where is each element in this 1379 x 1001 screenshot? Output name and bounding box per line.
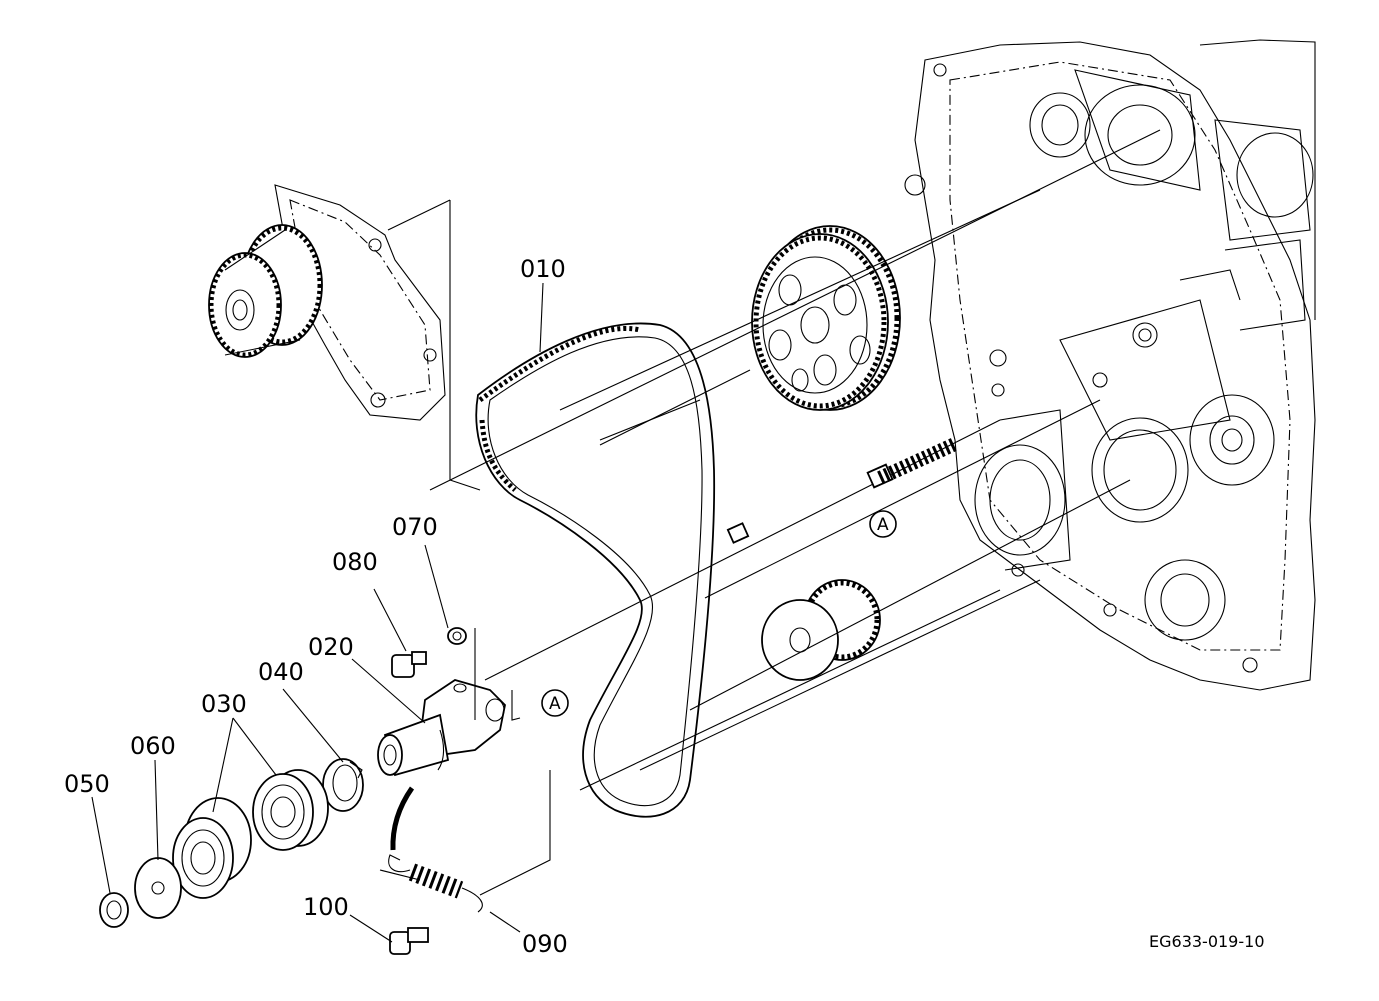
tensioner-stud <box>726 437 958 544</box>
flange-nut-050 <box>99 892 129 928</box>
callout-070: 070 <box>392 513 438 541</box>
bolt-100 <box>389 927 429 955</box>
tensioner-bracket <box>377 628 521 777</box>
bolt-080 <box>391 651 427 678</box>
callout-leaders <box>91 282 544 943</box>
svg-text:A: A <box>549 694 561 714</box>
timing-belt <box>475 322 716 818</box>
callout-030: 030 <box>201 690 247 718</box>
callout-050: 050 <box>64 770 110 798</box>
callout-060: 060 <box>130 732 176 760</box>
tension-spring-090 <box>388 786 483 913</box>
plate-washer-060 <box>134 857 182 919</box>
bearing-030-front <box>172 797 252 899</box>
callout-040: 040 <box>258 658 304 686</box>
washer-070 <box>447 627 467 645</box>
callout-010: 010 <box>520 255 566 283</box>
assembly-axis-lines <box>379 129 1161 896</box>
svg-text:A: A <box>877 515 889 535</box>
snap-ring-040 <box>322 758 364 812</box>
water-pump-assembly <box>208 184 446 421</box>
callout-080: 080 <box>332 548 378 576</box>
figure-code: EG633-019-10 <box>1149 932 1265 951</box>
engine-gear-case <box>904 39 1316 691</box>
callout-090: 090 <box>522 930 568 958</box>
camshaft-sprocket <box>751 225 901 411</box>
bearing-030-rear <box>252 769 329 851</box>
callout-100: 100 <box>303 893 349 921</box>
reference-mark-a-1: A <box>869 510 897 538</box>
callout-020: 020 <box>308 633 354 661</box>
reference-mark-a-2: A <box>541 689 569 717</box>
